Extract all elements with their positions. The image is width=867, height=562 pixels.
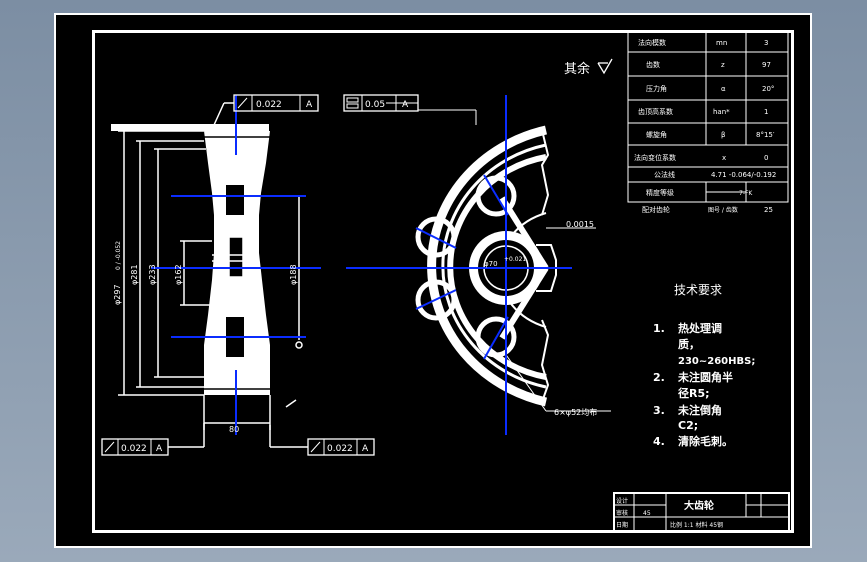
param-row-0-label: 法向模数 (638, 38, 666, 47)
tech-req-3-line-1: 未注倒角 (677, 403, 722, 417)
param-row-7-val: 7-FK (739, 190, 753, 197)
drawing-frame (92, 30, 794, 533)
param-row-7-label: 精度等级 (646, 188, 674, 197)
tol-top-left-value: 0.022 (256, 100, 282, 110)
param-row-8-val: 25 (764, 206, 773, 214)
tol-top-mid-datum: A (402, 100, 409, 110)
cad-drawing: 0.022 A 0.05 A 0.022 A 0.022 A (101, 31, 790, 532)
param-row-4-sym: β (721, 131, 725, 139)
title-block-text: 设计 审核 日期 45 大齿轮 比例 1:1 材料 45钢 (616, 497, 723, 529)
tech-req-2-num: 2. (653, 371, 665, 384)
param-table-text: 法向模数 mn 3 齿数 z 97 压力角 α 20° 齿顶高系数 han* 1… (634, 38, 776, 214)
tech-requirements: 技术要求 1. 热处理调 质， 230~260HBS; 2. 未注圆角半 径R5… (653, 283, 755, 448)
title-label-design: 设计 (616, 497, 628, 505)
dim-bore-tolerance: +0.021 (504, 256, 526, 263)
tolerance-frame-bottom-right: 0.022 A (307, 438, 375, 456)
tolerance-frame-top-mid: 0.05 A (343, 94, 419, 112)
tol-bottom-right-value: 0.022 (327, 444, 353, 454)
tech-req-4-num: 4. (653, 435, 665, 448)
param-row-2-sym: α (721, 85, 726, 93)
dim-hub-diameter: φ162 (174, 264, 183, 285)
dim-keyway: 0.0015 (566, 220, 594, 229)
front-view (111, 102, 308, 448)
dim-outer-tolerance: 0 / -0.052 (115, 241, 122, 270)
tech-req-title: 技术要求 (674, 283, 722, 297)
title-scale-line: 比例 1:1 材料 45钢 (670, 521, 723, 529)
roughness-note: 其余 (564, 61, 590, 77)
tol-bottom-left-value: 0.022 (121, 444, 147, 454)
param-row-0-val: 3 (764, 39, 768, 47)
front-view-centerlines (151, 95, 321, 435)
dim-outer-diameter: φ297 (113, 284, 122, 305)
param-row-1-label: 齿数 (646, 60, 660, 69)
tech-req-1-line-3: 230~260HBS; (678, 356, 755, 367)
param-row-8-label: 配对齿轮 (642, 205, 670, 214)
param-row-1-sym: z (721, 61, 725, 69)
tech-req-1-num: 1. (653, 322, 665, 335)
title-label-review: 审核 (616, 509, 628, 517)
title-part-name: 大齿轮 (684, 499, 714, 512)
tol-bottom-left-datum: A (156, 444, 163, 454)
param-row-6-val: 4.71 -0.064/-0.192 (711, 171, 776, 179)
param-row-8-sym: 图号 / 齿数 (708, 206, 738, 214)
tol-top-mid-value: 0.05 (365, 100, 385, 110)
param-row-6-label: 公法线 (654, 170, 675, 179)
param-row-4-val: 8°15′ (756, 131, 775, 139)
tech-req-2-line-2: 径R5; (678, 386, 710, 400)
tol-bottom-right-datum: A (362, 444, 369, 454)
param-row-1-val: 97 (762, 61, 771, 69)
tech-req-1-line-1: 热处理调 (678, 321, 722, 335)
dim-holes-note: 6×φ52均布 (554, 407, 597, 417)
dim-hole-circle-diameter: φ188 (289, 264, 298, 285)
tech-req-2-line-1: 未注圆角半 (677, 370, 733, 384)
tolerance-frame-top-left: 0.022 A (233, 94, 319, 112)
tol-top-left-datum: A (306, 100, 313, 110)
param-row-2-label: 压力角 (646, 84, 667, 93)
tech-req-4-line-1: 清除毛刺。 (678, 434, 733, 448)
dim-width: 80 (229, 425, 239, 434)
param-row-5-label: 法向变位系数 (634, 153, 676, 162)
tech-req-3-line-2: C2; (678, 419, 698, 432)
title-material: 45 (643, 510, 651, 517)
param-row-3-sym: han* (713, 108, 730, 116)
title-label-date: 日期 (616, 521, 628, 529)
dim-bore: φ70 (484, 260, 498, 268)
param-row-4-label: 螺旋角 (646, 130, 667, 139)
drawing-sheet: 0.022 A 0.05 A 0.022 A 0.022 A (54, 13, 812, 548)
dim-mid-diameter: φ233 (148, 264, 157, 285)
param-row-5-val: 0 (764, 154, 768, 162)
tech-req-1-line-2: 质， (678, 337, 700, 351)
dim-root-diameter: φ281 (130, 264, 139, 285)
side-view (386, 102, 611, 412)
tolerance-frame-bottom-left: 0.022 A (101, 438, 169, 456)
title-block-grid (613, 492, 790, 532)
param-row-3-label: 齿顶高系数 (638, 107, 673, 116)
roughness-symbol-icon (597, 58, 613, 75)
tech-req-3-num: 3. (653, 404, 665, 417)
param-row-2-val: 20° (762, 85, 774, 93)
param-row-3-val: 1 (764, 108, 768, 116)
param-row-0-sym: mn (716, 39, 727, 47)
param-row-5-sym: x (722, 154, 726, 162)
param-table-grid (627, 31, 789, 203)
side-view-centerlines (346, 95, 572, 435)
